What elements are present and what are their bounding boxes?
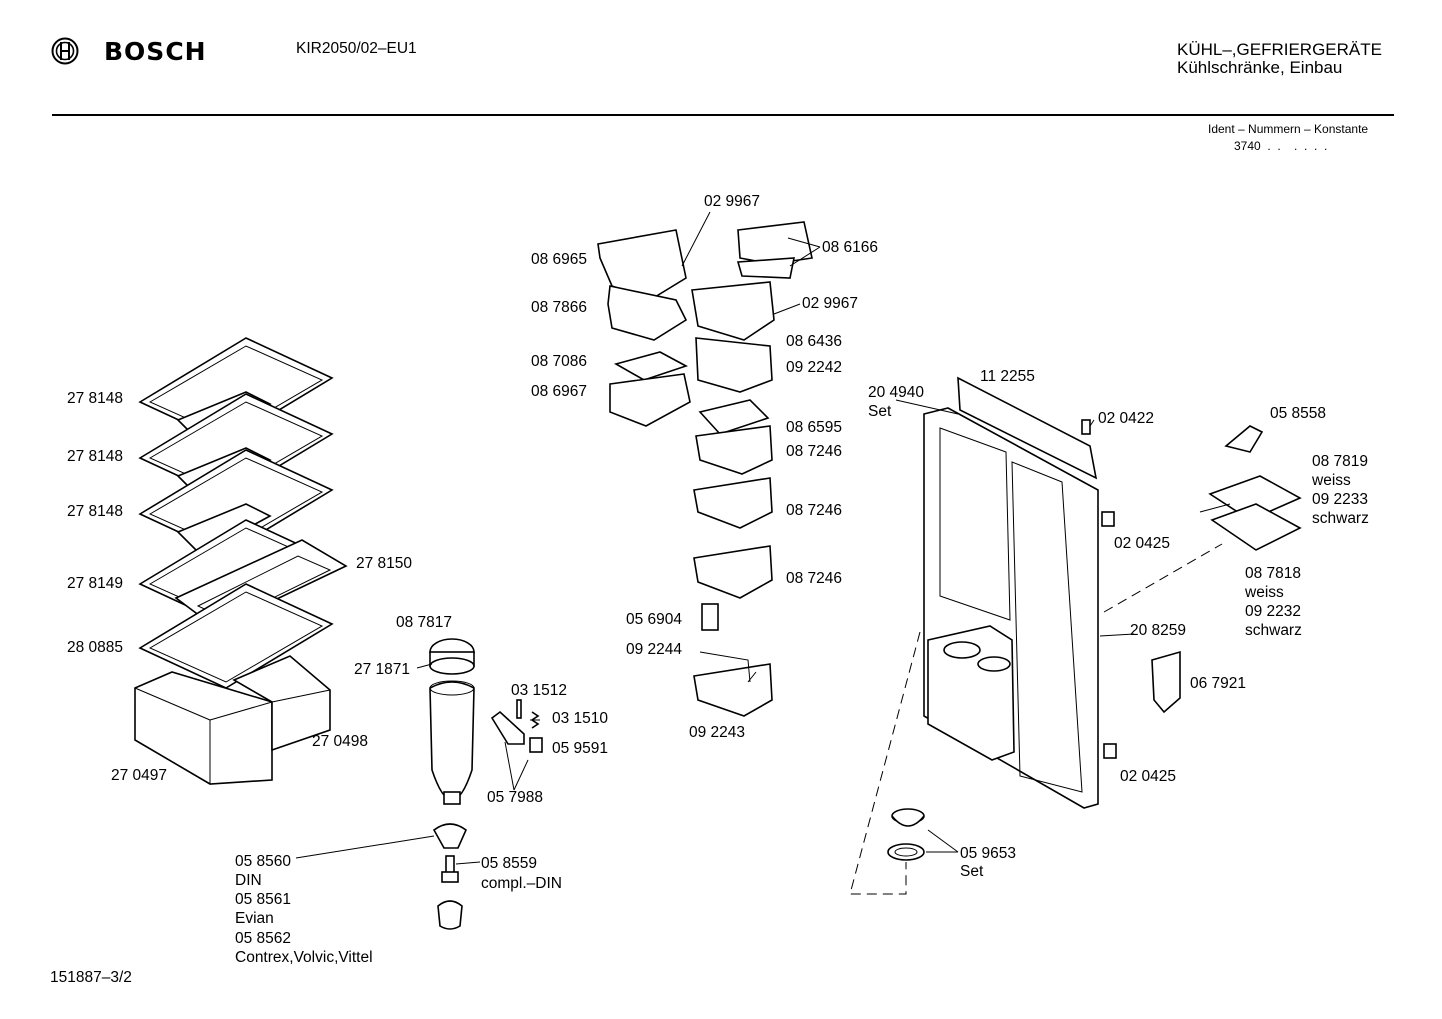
door-compartments <box>597 221 813 717</box>
part-label: 27 8149 <box>67 575 124 592</box>
part-label: 05 8558 <box>1270 405 1327 422</box>
part-label: Set <box>868 403 892 420</box>
leader-lines <box>295 211 1231 895</box>
part-label: 27 8148 <box>67 448 124 465</box>
category-title: KÜHL–,GEFRIERGERÄTE <box>1177 40 1382 59</box>
part-label: 20 4940 <box>868 384 925 401</box>
part-label: 09 2233 <box>1312 491 1369 508</box>
part-label: 08 6595 <box>786 419 843 436</box>
part-label: 02 0422 <box>1098 410 1155 427</box>
part-label: 08 6965 <box>531 251 588 268</box>
part-label: Evian <box>235 910 274 927</box>
part-label: schwarz <box>1245 622 1302 639</box>
header-rule <box>52 114 1394 116</box>
part-label: 08 6166 <box>822 239 879 256</box>
category-subtitle: Kühlschränke, Einbau <box>1177 58 1343 77</box>
part-label: 02 9967 <box>802 295 859 312</box>
part-label: 11 2255 <box>980 368 1035 385</box>
part-label: 27 8150 <box>356 555 413 572</box>
part-label: 08 7818 <box>1245 565 1302 582</box>
ident-label: Ident – Nummern – Konstante <box>1208 122 1369 136</box>
part-label: 08 7246 <box>786 502 843 519</box>
part-label: 02 0425 <box>1120 768 1177 785</box>
water-bottle <box>429 638 475 930</box>
part-label: 20 8259 <box>1130 622 1187 639</box>
model-number: KIR2050/02–EU1 <box>296 40 417 57</box>
part-label: 05 8559 <box>481 855 538 872</box>
shelf-5 <box>138 583 334 689</box>
part-label: 06 7921 <box>1190 675 1247 692</box>
crisper-drawers <box>134 655 331 785</box>
part-label: 03 1510 <box>552 710 609 727</box>
bosch-armature-icon <box>51 37 79 65</box>
part-label: 27 0497 <box>111 767 168 784</box>
part-label: 02 9967 <box>704 193 761 210</box>
part-label: DIN <box>235 872 262 889</box>
bosch-logo <box>50 36 80 66</box>
glass-shelves <box>134 337 348 785</box>
part-label: 08 7086 <box>531 353 588 370</box>
part-label: 08 7866 <box>531 299 588 316</box>
part-label: Set <box>960 863 984 880</box>
part-label: compl.–DIN <box>481 875 562 892</box>
part-label: weiss <box>1245 584 1284 601</box>
part-label: 27 1871 <box>354 661 411 678</box>
part-label: Contrex,Volvic,Vittel <box>235 949 373 966</box>
part-label: 05 8562 <box>235 930 292 947</box>
drawing-number: 151887–3/2 <box>50 969 132 986</box>
part-label: 27 8148 <box>67 390 124 407</box>
part-label: 02 0425 <box>1114 535 1171 552</box>
part-label: 05 9591 <box>552 740 609 757</box>
part-label: 05 8560 <box>235 853 292 870</box>
part-label: weiss <box>1312 472 1351 489</box>
brand-name: BOSCH <box>104 37 207 66</box>
part-label: 08 6967 <box>531 383 588 400</box>
part-label: 08 7817 <box>396 614 453 631</box>
part-label: 28 0885 <box>67 639 124 656</box>
part-label: 03 1512 <box>511 682 568 699</box>
shelf-3 <box>138 449 334 555</box>
part-label: 27 8148 <box>67 503 124 520</box>
valve-parts <box>490 699 543 753</box>
part-label: 05 9653 <box>960 845 1017 862</box>
part-label: 08 7246 <box>786 443 843 460</box>
part-label: 08 7819 <box>1312 453 1369 470</box>
part-label: 08 7246 <box>786 570 843 587</box>
part-label: 09 2232 <box>1245 603 1302 620</box>
ident-value: 3740 . . . . . . <box>1234 139 1328 153</box>
part-label: 05 7988 <box>487 789 544 806</box>
part-label: 05 6904 <box>626 611 683 628</box>
part-label: 09 2242 <box>786 359 843 376</box>
part-label: 05 8561 <box>235 891 292 908</box>
part-label: 27 0498 <box>312 733 369 750</box>
foot-parts <box>887 808 925 861</box>
part-label: 08 6436 <box>786 333 843 350</box>
door-panel <box>923 376 1117 809</box>
part-label: 09 2244 <box>626 641 683 658</box>
hinge-parts <box>1151 425 1302 714</box>
part-label: 09 2243 <box>689 724 746 741</box>
part-label: schwarz <box>1312 510 1369 527</box>
